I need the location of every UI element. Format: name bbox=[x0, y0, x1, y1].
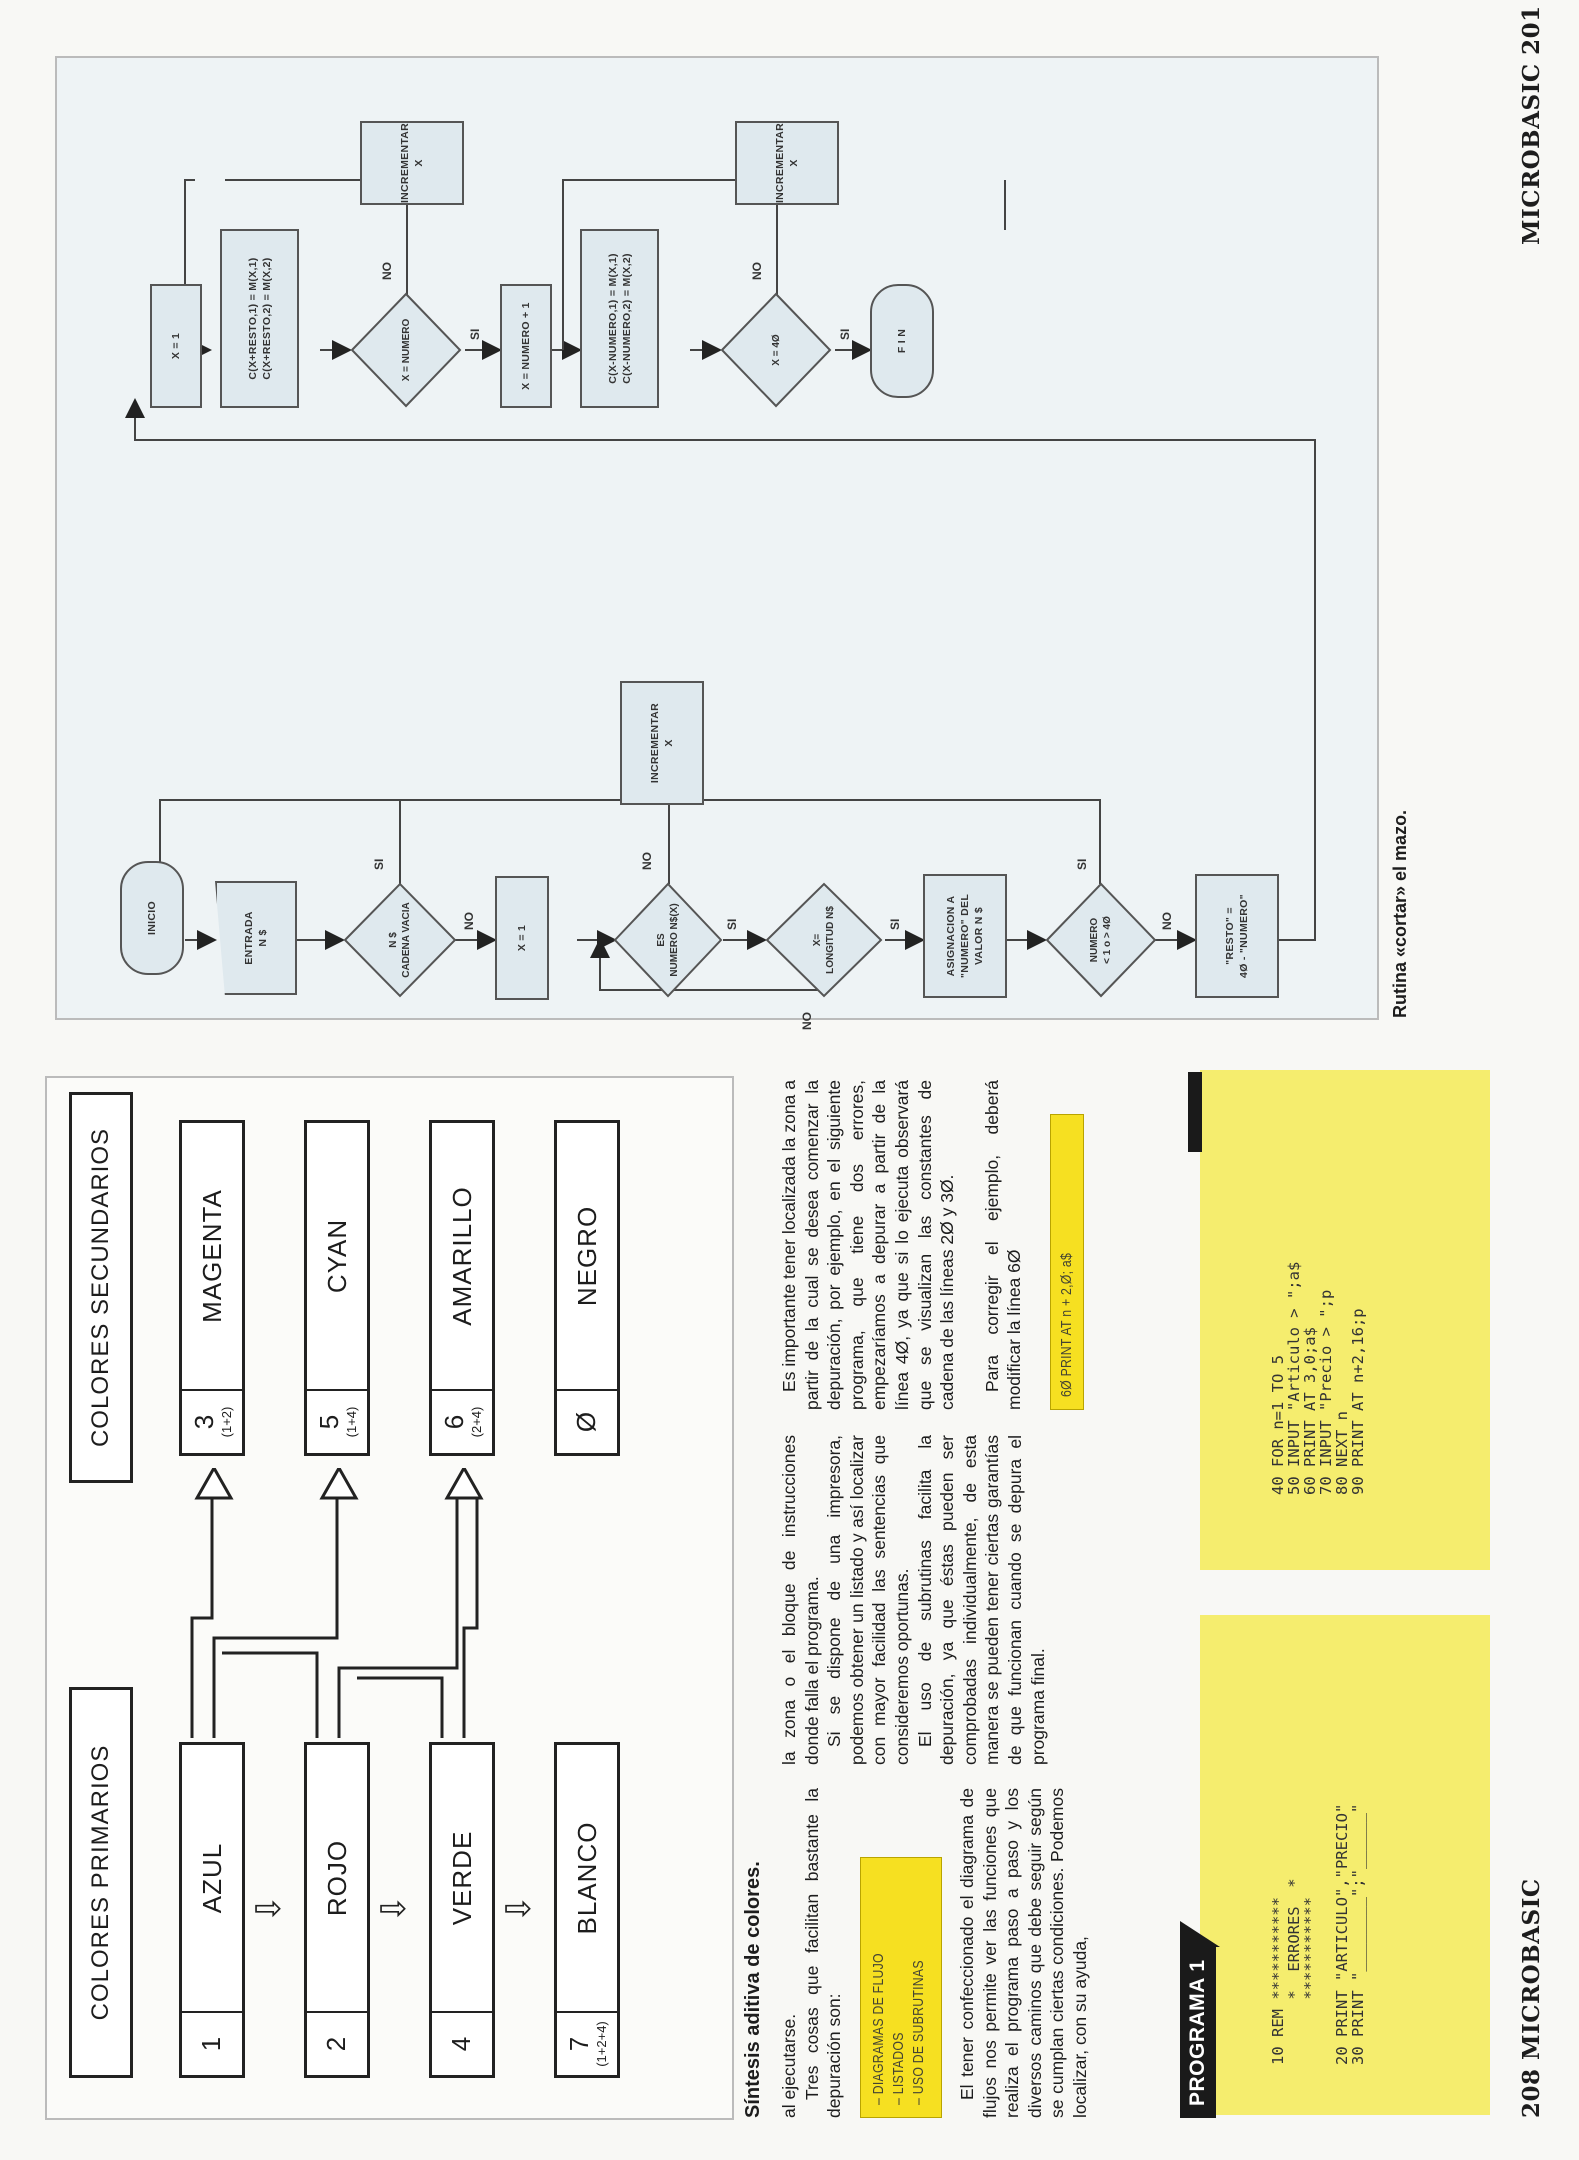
program-listing-part-2: 40 FOR n=1 TO 5 50 INPUT "Articulo > ";a… bbox=[1200, 1070, 1490, 1570]
paragraph: El tener confeccionado el diagrama de fl… bbox=[957, 1788, 1090, 2118]
flow-decision-x-longitud: X=LONGITUD N$ bbox=[765, 882, 883, 998]
list-item: – LISTADOS bbox=[890, 2032, 907, 2105]
flow-decision-x-40: X = 4Ø bbox=[720, 292, 832, 408]
color-name: VERDE bbox=[446, 1830, 477, 1926]
down-arrow-icon: ⇩ bbox=[250, 1894, 288, 1924]
flow-process-x-numero-plus-1: X = NUMERO + 1 bbox=[500, 284, 552, 408]
flow-decision-x-numero: X = NUMERO bbox=[350, 292, 462, 408]
color-synthesis-diagram: COLORES PRIMARIOS COLORES SECUNDARIOS 1 … bbox=[45, 1076, 734, 2120]
program-title-tab: PROGRAMA 1 bbox=[1180, 1947, 1216, 2118]
color-code: 1 bbox=[182, 2011, 242, 2075]
color-name: BLANCO bbox=[571, 1821, 602, 1935]
branch-label-no: NO bbox=[640, 852, 654, 870]
color-name: NEGRO bbox=[571, 1205, 602, 1307]
list-item: – USO DE SUBRUTINAS bbox=[910, 1960, 927, 2105]
page-folio-right: MICROBASIC 201 bbox=[1518, 5, 1545, 245]
down-arrow-icon: ⇩ bbox=[375, 1894, 413, 1924]
paragraph: El uso de subrutinas facilita la depurac… bbox=[914, 1435, 1048, 1765]
paragraph: Es importante tener localizada la zona a… bbox=[779, 1080, 958, 1410]
paragraph: Tres cosas que facilitan bastante la dep… bbox=[801, 1788, 845, 2118]
flow-process-x-equals-1-b: X = 1 bbox=[150, 284, 202, 408]
branch-label-no: NO bbox=[1160, 912, 1174, 930]
branch-label-si: SI bbox=[372, 858, 386, 870]
color-code: Ø bbox=[557, 1389, 617, 1453]
primary-color-blanco: 7(1+2+4) BLANCO bbox=[554, 1742, 620, 2078]
color-mixing-connectors bbox=[190, 1468, 484, 1738]
flow-process-c-resto: C(X+RESTO,1) = M(X,1)C(X+RESTO,2) = M(X,… bbox=[220, 229, 299, 408]
secondary-color-cyan: 5(1+4) CYAN bbox=[304, 1120, 370, 1456]
color-name: AMARILLO bbox=[446, 1186, 477, 1326]
branch-label-si: SI bbox=[838, 328, 852, 340]
text-column-1-continued: El tener confeccionado el diagrama de fl… bbox=[956, 1788, 1092, 2118]
color-code: 3(1+2) bbox=[182, 1389, 242, 1453]
down-arrow-icon: ⇩ bbox=[500, 1894, 538, 1924]
flowchart-caption: Rutina «cortar» el mazo. bbox=[1390, 809, 1410, 1018]
secondary-color-negro: Ø NEGRO bbox=[554, 1120, 620, 1456]
text-column-3: Es importante tener localizada la zona a… bbox=[778, 1080, 1026, 1410]
secondary-color-amarillo: 6(2+4) AMARILLO bbox=[429, 1120, 495, 1456]
secondary-color-magenta: 3(1+2) MAGENTA bbox=[179, 1120, 245, 1456]
flow-decision-numero-range: NUMERO< 1 o > 4Ø bbox=[1045, 882, 1157, 998]
flowchart-connectors bbox=[125, 179, 1316, 991]
primary-color-verde: 4 VERDE bbox=[429, 1742, 495, 2078]
flow-start-terminal: INICIO bbox=[120, 861, 184, 975]
branch-label-no: NO bbox=[800, 1012, 814, 1030]
color-code: 4 bbox=[432, 2011, 492, 2075]
paragraph: Para corregir el ejemplo, deberá modific… bbox=[981, 1080, 1025, 1410]
color-name: ROJO bbox=[321, 1839, 352, 1917]
color-name: MAGENTA bbox=[196, 1189, 227, 1323]
figure-caption: Síntesis aditiva de colores. bbox=[742, 1861, 764, 2118]
primary-color-azul: 1 AZUL bbox=[179, 1742, 245, 2078]
text-column-2: la zona o el bloque de instrucciones don… bbox=[778, 1435, 1049, 1765]
color-name: AZUL bbox=[196, 1842, 227, 1914]
color-code: 7(1+2+4) bbox=[557, 2011, 617, 2075]
color-code: 5(1+4) bbox=[307, 1389, 367, 1453]
flow-process-resto: "RESTO" =4Ø - "NUMERO" bbox=[1195, 874, 1279, 998]
branch-label-si: SI bbox=[1075, 858, 1089, 870]
flow-process-x-equals-1: X = 1 bbox=[495, 876, 549, 1000]
color-code: 6(2+4) bbox=[432, 1389, 492, 1453]
page-folio-left: 208 MICROBASIC bbox=[1518, 1878, 1545, 2118]
code-fix-text: 6Ø PRINT AT n + 2,Ø; a$ bbox=[1058, 1252, 1075, 1397]
branch-label-si: SI bbox=[725, 918, 739, 930]
branch-label-no: NO bbox=[380, 262, 394, 280]
branch-label-no: NO bbox=[462, 912, 476, 930]
highlight-list-box: – DIAGRAMAS DE FLUJO – LISTADOS – USO DE… bbox=[860, 1857, 942, 2118]
list-item: – DIAGRAMAS DE FLUJO bbox=[870, 1953, 887, 2105]
paragraph: al ejecutarse. bbox=[779, 2013, 799, 2118]
color-name: CYAN bbox=[321, 1218, 352, 1294]
decorative-bar bbox=[1188, 1072, 1202, 1152]
paragraph: la zona o el bloque de instrucciones don… bbox=[779, 1435, 822, 1765]
flow-decision-cadena-vacia: N $CADENA VACIA bbox=[343, 882, 457, 998]
paragraph: Si se dispone de una impresora, podemos … bbox=[824, 1435, 912, 1765]
primary-colors-header: COLORES PRIMARIOS bbox=[69, 1687, 133, 2078]
primary-color-rojo: 2 ROJO bbox=[304, 1742, 370, 2078]
color-code: 2 bbox=[307, 2011, 367, 2075]
branch-label-si: SI bbox=[468, 328, 482, 340]
flow-process-c-numero: C(X-NUMERO,1) = M(X,1)C(X-NUMERO,2) = M(… bbox=[580, 229, 659, 408]
flow-end-terminal: F I N bbox=[870, 284, 934, 398]
text-column-1: al ejecutarse. Tres cosas que facilitan … bbox=[778, 1788, 846, 2118]
secondary-colors-header: COLORES SECUNDARIOS bbox=[69, 1092, 133, 1483]
code-fix-box: 6Ø PRINT AT n + 2,Ø; a$ bbox=[1050, 1114, 1084, 1410]
branch-label-si: SI bbox=[888, 918, 902, 930]
branch-label-no: NO bbox=[750, 262, 764, 280]
program-listing-part-1: 10 REM *********** * ERRORES * *********… bbox=[1200, 1615, 1490, 2115]
